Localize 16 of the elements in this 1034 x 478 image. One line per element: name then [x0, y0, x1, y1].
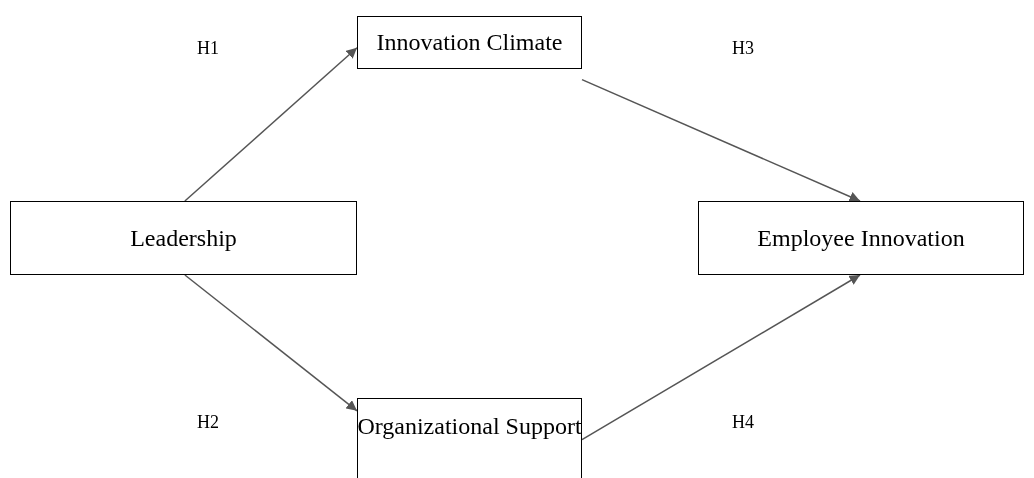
hypothesis-label: H1	[197, 38, 219, 59]
hypothesis-label: H4	[732, 412, 754, 433]
concept-label: Organizational Support	[357, 413, 582, 440]
concept-label: Employee Innovation	[757, 224, 965, 252]
arrow	[184, 274, 358, 412]
concept-box	[357, 398, 582, 478]
concept-box	[698, 201, 1024, 275]
concept-box	[357, 16, 582, 69]
arrow	[581, 274, 861, 441]
arrow	[184, 47, 358, 202]
arrow	[581, 78, 861, 202]
hypothesis-label: H2	[197, 412, 219, 433]
hypothesis-label: H3	[732, 38, 754, 59]
concept-label: Innovation Climate	[376, 29, 563, 56]
concept-box	[10, 201, 357, 275]
concept-label: Leadership	[130, 224, 237, 252]
